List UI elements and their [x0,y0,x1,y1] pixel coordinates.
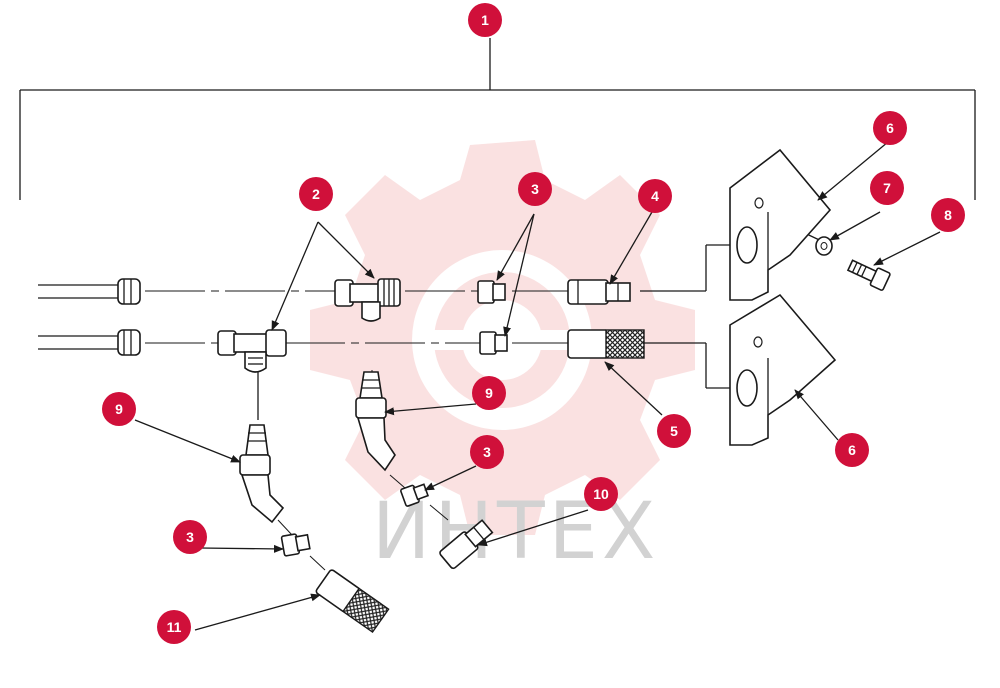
callout-9-middle: 9 [472,376,506,410]
callout-10: 10 [584,477,618,511]
bolt [846,259,891,291]
mounting-bracket-lower [729,293,837,446]
callout-5: 5 [657,414,691,448]
callout-9-left: 9 [102,392,136,426]
elbow-fitting-middle [355,371,396,472]
nut-lower [479,331,508,355]
callout-6-top: 6 [873,111,907,145]
nut-bottom-left [280,533,311,557]
connector-knurled-angled [315,569,390,634]
callout-1: 1 [468,3,502,37]
callout-3-bottom: 3 [173,520,207,554]
callout-6-bottom: 6 [835,433,869,467]
svg-text:3: 3 [483,444,491,460]
svg-text:6: 6 [886,120,894,136]
connector-angled [439,519,494,570]
centerlines [145,204,831,571]
svg-text:8: 8 [944,207,952,223]
leader-arrows [134,141,941,631]
callout-7: 7 [870,171,904,205]
svg-text:5: 5 [670,423,678,439]
tube-upper [38,278,141,305]
svg-text:6: 6 [848,442,856,458]
svg-text:4: 4 [651,188,659,204]
svg-text:3: 3 [186,529,194,545]
tee-fitting-upper [334,278,401,322]
svg-text:10: 10 [593,486,609,502]
assembly-bracket [19,38,976,200]
svg-text:3: 3 [531,181,539,197]
callout-4: 4 [638,179,672,213]
connector-plain [567,279,631,305]
elbow-fitting-left [239,424,285,524]
tube-lower [38,329,141,356]
mounting-bracket-upper [729,148,832,301]
svg-text:11: 11 [167,619,182,635]
callout-2: 2 [299,177,333,211]
connector-knurled [567,329,645,359]
svg-text:2: 2 [312,186,320,202]
callout-8: 8 [931,198,965,232]
callout-3-top: 3 [518,172,552,206]
nut-upper [477,280,506,304]
svg-text:9: 9 [485,385,493,401]
tee-fitting-lower [217,329,287,373]
svg-text:9: 9 [115,401,123,417]
svg-text:7: 7 [883,180,891,196]
svg-text:1: 1 [481,12,489,28]
callout-3-middle: 3 [470,435,504,469]
callout-11: 11 [157,610,191,644]
washer [815,236,833,256]
